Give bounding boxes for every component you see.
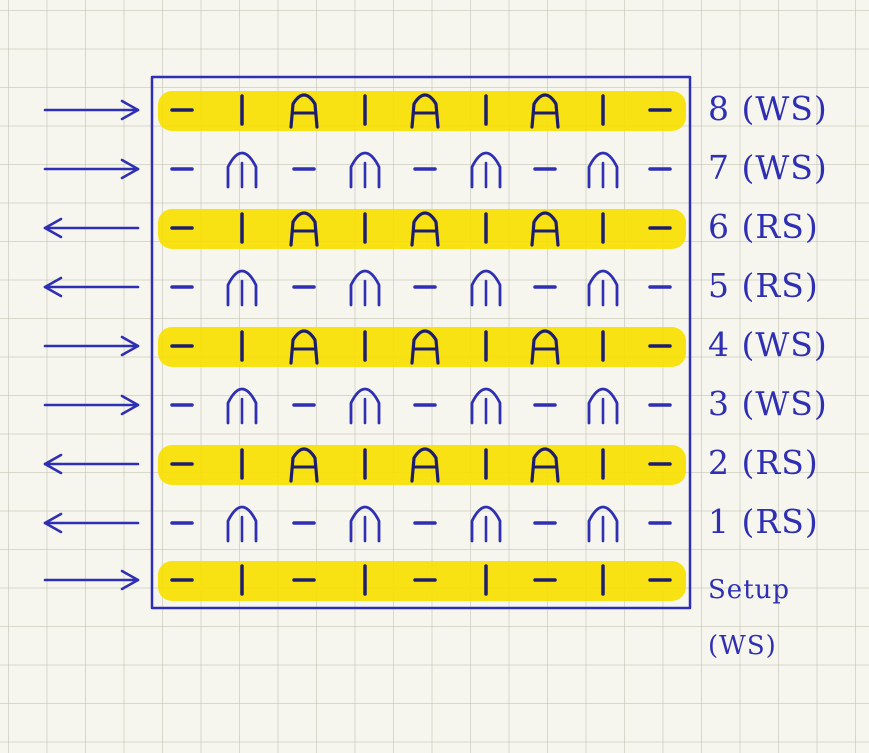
direction-arrow-right bbox=[43, 394, 140, 416]
row-label: 2 (RS) bbox=[708, 443, 819, 482]
slipped-stitch-symbol bbox=[349, 151, 381, 189]
mosaic-stitch-symbol bbox=[530, 447, 560, 483]
slipped-stitch-symbol bbox=[226, 387, 258, 425]
chart-border bbox=[150, 75, 692, 610]
mosaic-stitch-symbol bbox=[289, 447, 319, 483]
slipped-stitch-symbol bbox=[470, 269, 502, 307]
mosaic-stitch-symbol bbox=[530, 211, 560, 247]
mosaic-stitch-symbol bbox=[410, 329, 440, 365]
mosaic-stitch-symbol bbox=[530, 329, 560, 365]
slipped-stitch-symbol bbox=[587, 151, 619, 189]
mosaic-stitch-symbol bbox=[289, 211, 319, 247]
row-label: Setup (WS) bbox=[708, 575, 791, 661]
mosaic-stitch-symbol bbox=[410, 447, 440, 483]
direction-arrow-right bbox=[43, 569, 140, 591]
row-label: 7 (WS) bbox=[708, 148, 828, 187]
direction-arrow-right bbox=[43, 99, 140, 121]
slipped-stitch-symbol bbox=[470, 387, 502, 425]
slipped-stitch-symbol bbox=[349, 387, 381, 425]
row-label: 5 (RS) bbox=[708, 266, 819, 305]
slipped-stitch-symbol bbox=[349, 269, 381, 307]
mosaic-stitch-symbol bbox=[289, 329, 319, 365]
row-label: 3 (WS) bbox=[708, 384, 828, 423]
mosaic-stitch-symbol bbox=[410, 211, 440, 247]
direction-arrow-right bbox=[43, 158, 140, 180]
direction-arrow-left bbox=[43, 217, 140, 239]
slipped-stitch-symbol bbox=[470, 151, 502, 189]
slipped-stitch-symbol bbox=[226, 151, 258, 189]
direction-arrow-left bbox=[43, 512, 140, 534]
direction-arrow-left bbox=[43, 276, 140, 298]
slipped-stitch-symbol bbox=[587, 269, 619, 307]
row-label: 6 (RS) bbox=[708, 207, 819, 246]
mosaic-stitch-symbol bbox=[410, 93, 440, 129]
slipped-stitch-symbol bbox=[226, 269, 258, 307]
row-label: 8 (WS) bbox=[708, 89, 828, 128]
slipped-stitch-symbol bbox=[226, 505, 258, 543]
row-label: 4 (WS) bbox=[708, 325, 828, 364]
row-label: 1 (RS) bbox=[708, 502, 819, 541]
slipped-stitch-symbol bbox=[587, 505, 619, 543]
mosaic-stitch-symbol bbox=[289, 93, 319, 129]
direction-arrow-right bbox=[43, 335, 140, 357]
slipped-stitch-symbol bbox=[587, 387, 619, 425]
mosaic-stitch-symbol bbox=[530, 93, 560, 129]
direction-arrow-left bbox=[43, 453, 140, 475]
slipped-stitch-symbol bbox=[470, 505, 502, 543]
slipped-stitch-symbol bbox=[349, 505, 381, 543]
